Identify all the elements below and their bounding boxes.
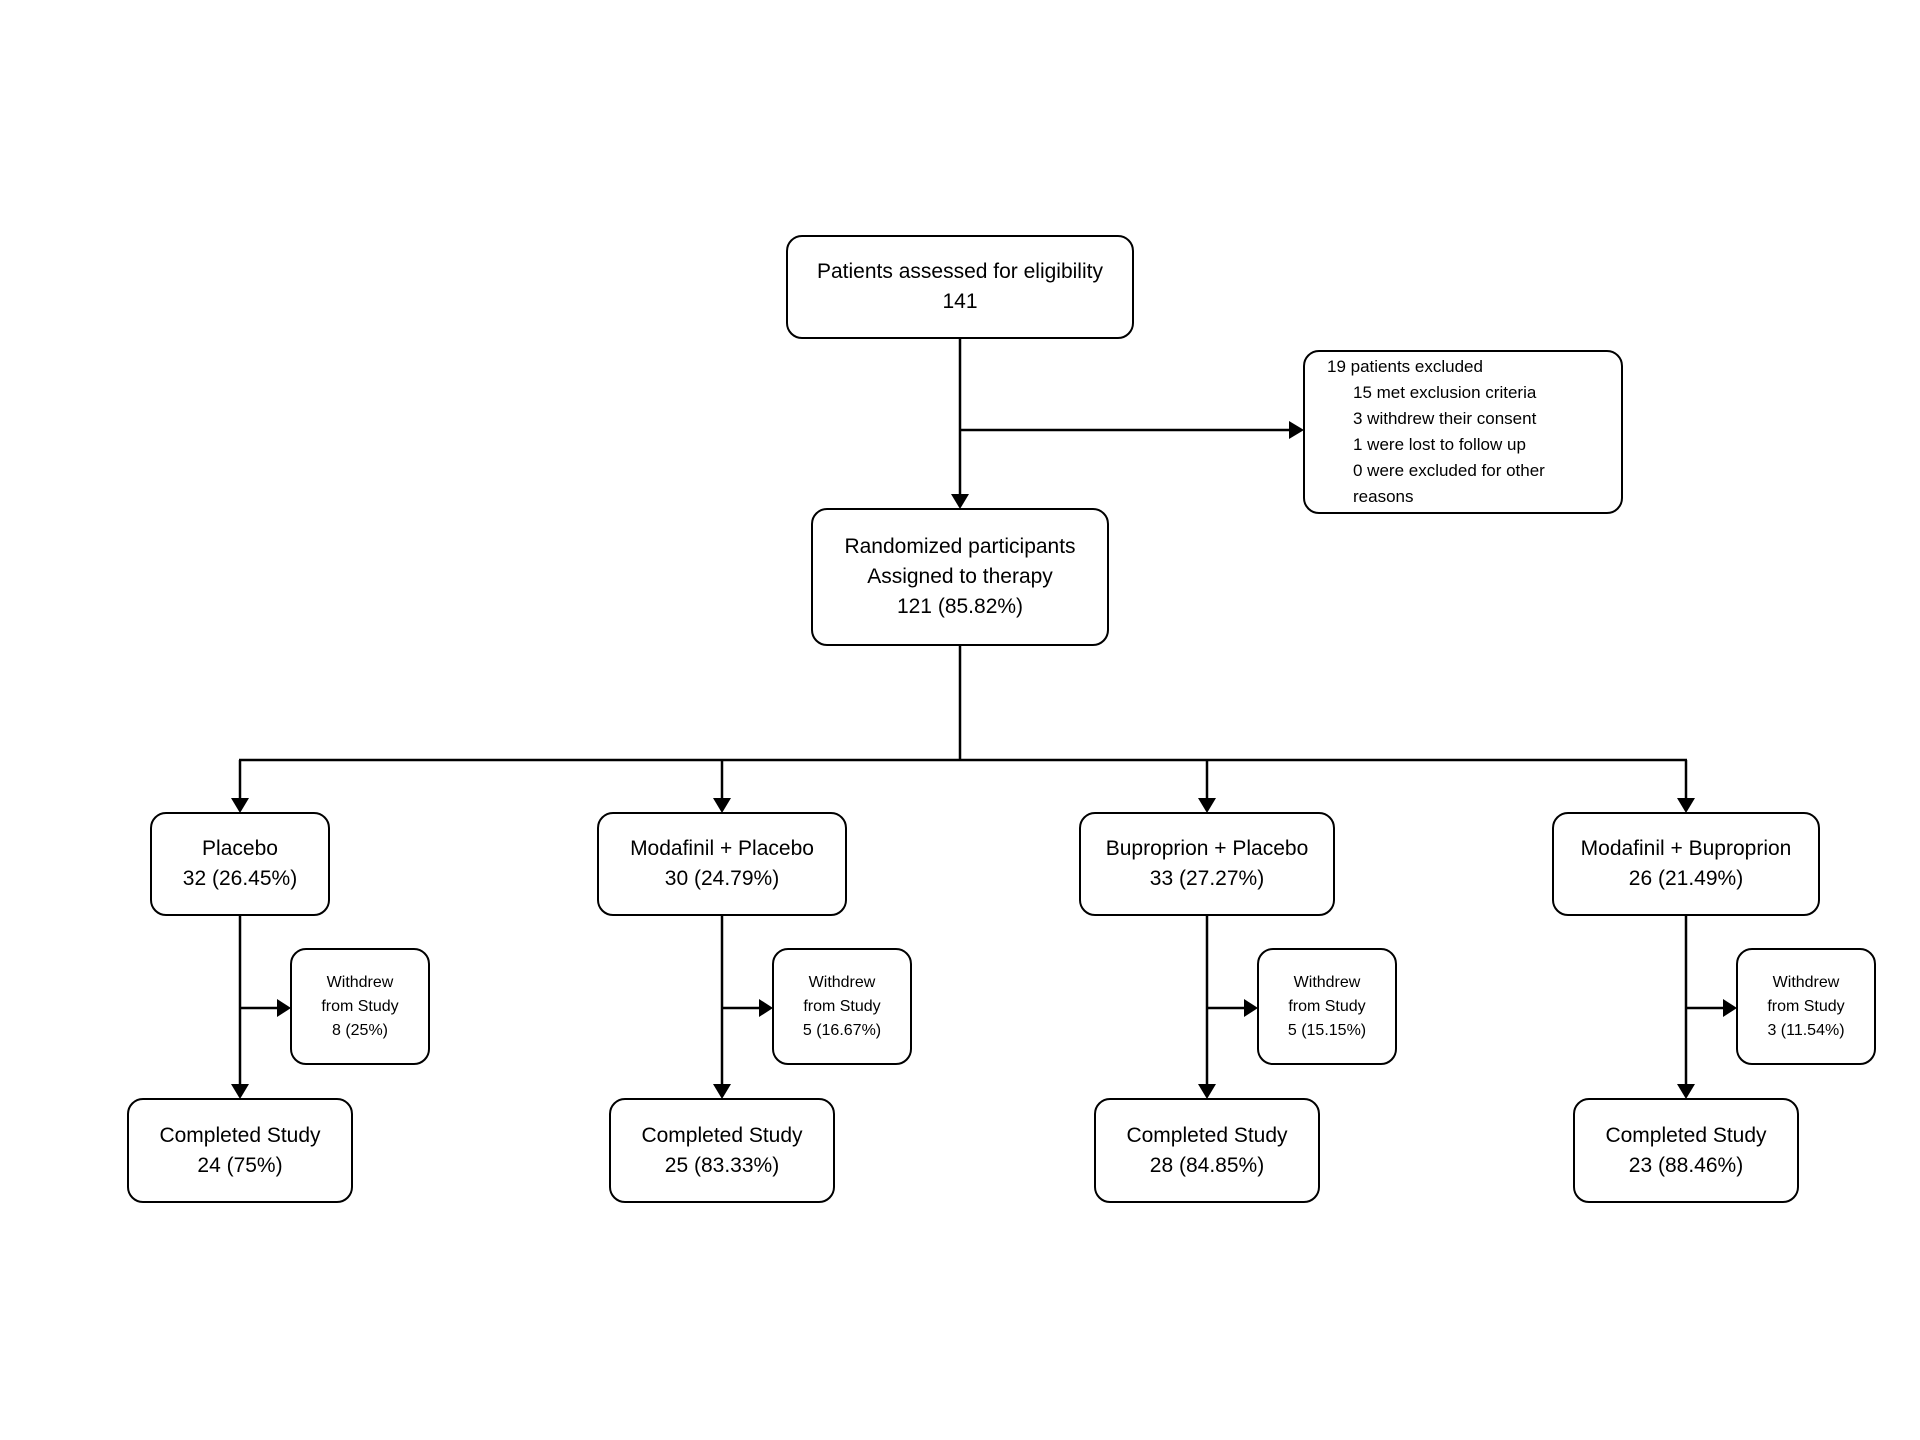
- randomized-label-1: Randomized participants: [844, 535, 1076, 558]
- withdrew-box-modafinil-buproprion: Withdrew from Study 3 (11.54%): [1736, 948, 1876, 1065]
- arm-name: Modafinil + Placebo: [630, 837, 814, 860]
- completed-box-modafinil-placebo: Completed Study 25 (83.33%): [609, 1098, 835, 1203]
- arrowhead-right-icon: [1244, 999, 1258, 1017]
- randomized-box: Randomized participants Assigned to ther…: [811, 508, 1109, 646]
- arrowhead-right-icon: [277, 999, 291, 1017]
- arm-name: Placebo: [202, 837, 278, 860]
- withdrew-label-2: from Study: [803, 997, 881, 1015]
- excluded-item: 3 withdrew their consent: [1353, 409, 1537, 428]
- arm-name: Buproprion + Placebo: [1105, 837, 1309, 860]
- withdrew-label-1: Withdrew: [808, 973, 876, 991]
- completed-label: Completed Study: [159, 1123, 321, 1147]
- randomized-label-2: Assigned to therapy: [867, 565, 1053, 588]
- arm-box-modafinil-placebo: Modafinil + Placebo 30 (24.79%): [597, 812, 847, 916]
- excluded-title: 19 patients excluded: [1327, 357, 1483, 376]
- arrowhead-right-icon: [1723, 999, 1737, 1017]
- arm-count: 26 (21.49%): [1628, 867, 1744, 890]
- arm-count: 30 (24.79%): [664, 867, 780, 890]
- completed-value: 23 (88.46%): [1628, 1153, 1744, 1177]
- excluded-item: 15 met exclusion criteria: [1353, 383, 1537, 402]
- excluded-item: 0 were excluded for other reasons: [1353, 461, 1545, 506]
- arm-count: 33 (27.27%): [1149, 867, 1265, 890]
- withdrew-box-buproprion-placebo: Withdrew from Study 5 (15.15%): [1257, 948, 1397, 1065]
- excluded-item: 1 were lost to follow up: [1353, 435, 1526, 454]
- withdrew-label-1: Withdrew: [1772, 973, 1840, 991]
- arrowhead-down-icon: [231, 798, 249, 813]
- completed-value: 24 (75%): [197, 1153, 283, 1177]
- arrowhead-down-icon: [713, 1084, 731, 1099]
- withdrew-value: 3 (11.54%): [1767, 1021, 1845, 1039]
- completed-value: 28 (84.85%): [1149, 1153, 1265, 1177]
- arrowhead-down-icon: [1198, 798, 1216, 813]
- eligibility-count: 141: [942, 290, 978, 313]
- arm-box-placebo: Placebo 32 (26.45%): [150, 812, 330, 916]
- withdrew-label-1: Withdrew: [326, 973, 394, 991]
- completed-label: Completed Study: [641, 1123, 803, 1147]
- randomized-count: 121 (85.82%): [896, 595, 1024, 618]
- withdrew-label-2: from Study: [321, 997, 399, 1015]
- withdrew-value: 8 (25%): [331, 1021, 389, 1039]
- eligibility-label: Patients assessed for eligibility: [817, 260, 1103, 283]
- arrowhead-down-icon: [1198, 1084, 1216, 1099]
- arrowhead-down-icon: [1677, 798, 1695, 813]
- completed-box-placebo: Completed Study 24 (75%): [127, 1098, 353, 1203]
- withdrew-value: 5 (15.15%): [1287, 1021, 1367, 1039]
- completed-label: Completed Study: [1126, 1123, 1288, 1147]
- eligibility-box: Patients assessed for eligibility 141: [786, 235, 1134, 339]
- withdrew-label-1: Withdrew: [1293, 973, 1361, 991]
- excluded-box: 19 patients excluded 15 met exclusion cr…: [1303, 350, 1623, 514]
- completed-box-modafinil-buproprion: Completed Study 23 (88.46%): [1573, 1098, 1799, 1203]
- completed-label: Completed Study: [1605, 1123, 1767, 1147]
- completed-box-buproprion-placebo: Completed Study 28 (84.85%): [1094, 1098, 1320, 1203]
- arrowhead-right-icon: [1289, 421, 1304, 439]
- arrowhead-down-icon: [713, 798, 731, 813]
- arm-box-modafinil-buproprion: Modafinil + Buproprion 26 (21.49%): [1552, 812, 1820, 916]
- withdrew-box-modafinil-placebo: Withdrew from Study 5 (16.67%): [772, 948, 912, 1065]
- withdrew-label-2: from Study: [1288, 997, 1366, 1015]
- arm-name: Modafinil + Buproprion: [1580, 837, 1792, 860]
- arrowhead-down-icon: [1677, 1084, 1695, 1099]
- withdrew-box-placebo: Withdrew from Study 8 (25%): [290, 948, 430, 1065]
- withdrew-value: 5 (16.67%): [802, 1021, 882, 1039]
- arrowhead-down-icon: [951, 494, 969, 509]
- arm-box-buproprion-placebo: Buproprion + Placebo 33 (27.27%): [1079, 812, 1335, 916]
- arm-count: 32 (26.45%): [182, 867, 298, 890]
- withdrew-label-2: from Study: [1767, 997, 1845, 1015]
- arrowhead-down-icon: [231, 1084, 249, 1099]
- completed-value: 25 (83.33%): [664, 1153, 780, 1177]
- arrowhead-right-icon: [759, 999, 773, 1017]
